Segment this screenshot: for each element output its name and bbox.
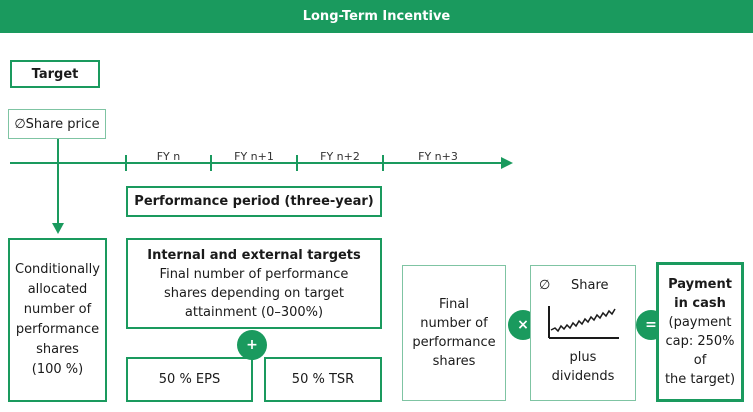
conditional-line: allocated (27, 282, 88, 297)
final-line: number of (420, 316, 488, 331)
share-label: Share (571, 278, 609, 293)
targets-title: Internal and external targets (147, 247, 361, 263)
dividends-text: dividends (551, 369, 615, 384)
internal-external-targets-box: Internal and external targets Final numb… (126, 238, 382, 329)
fy-label-1: FY n+1 (234, 150, 274, 163)
page-title: Long-Term Incentive (0, 0, 753, 33)
payment-line: the target) (664, 372, 736, 387)
connector-arrowhead (52, 223, 64, 234)
payment-line: cap: 250% of (665, 334, 735, 368)
conditional-line: performance (15, 322, 100, 337)
conditional-line: Conditionally (15, 262, 100, 277)
plus-icon: + (237, 330, 267, 360)
targets-line: Final number of performance (159, 266, 349, 282)
eps-box: 50 % EPS (126, 357, 253, 402)
conditional-line: shares (36, 342, 79, 357)
conditional-line: (100 %) (31, 362, 84, 377)
payment-title-line: in cash (674, 296, 726, 311)
conditional-allocation-box: Conditionally allocated number of perfor… (8, 238, 107, 402)
targets-line: attainment (0–300%) (184, 304, 324, 320)
timeline-arrowhead (501, 157, 513, 169)
performance-period-label: Performance period (three-year) (126, 186, 382, 217)
target-label: Target (10, 60, 100, 88)
final-line: shares (432, 354, 476, 369)
final-line: Final (439, 297, 469, 312)
fy-label-3: FY n+3 (418, 150, 458, 163)
payment-title-line: Payment (668, 277, 732, 292)
final-line: performance (412, 335, 496, 350)
average-symbol: ∅ (539, 278, 551, 293)
share-price-dividends-box: ∅ Share plus dividends (530, 265, 636, 401)
payment-line: (payment (668, 315, 732, 330)
plus-text: plus (569, 350, 597, 365)
fy-label-0: FY n (156, 150, 181, 163)
payment-in-cash-box: Payment in cash (payment cap: 250% of th… (656, 262, 744, 402)
fy-label-2: FY n+2 (320, 150, 360, 163)
conditional-line: number of (23, 302, 92, 317)
tsr-box: 50 % TSR (264, 357, 382, 402)
share-price-label: ∅Share price (8, 109, 106, 139)
final-shares-box: Final number of performance shares (402, 265, 506, 401)
share-price-chart-icon (548, 306, 619, 339)
targets-line: shares depending on target (163, 285, 345, 301)
